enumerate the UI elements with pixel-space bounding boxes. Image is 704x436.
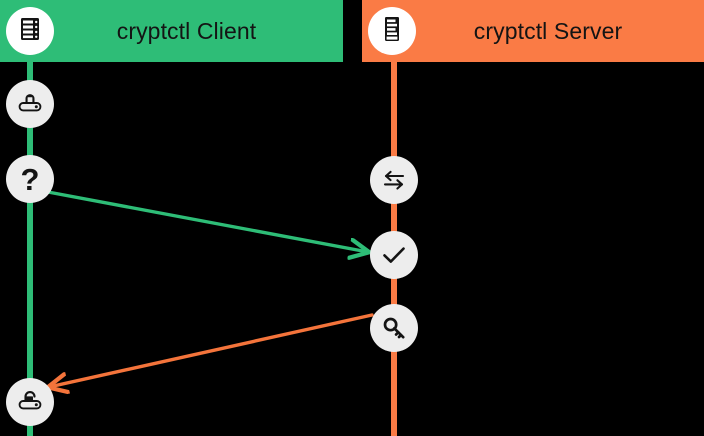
server-rack-icon xyxy=(15,14,45,49)
lifeline-client xyxy=(27,58,33,436)
client-badge xyxy=(6,7,54,55)
message-arrow-key-response xyxy=(49,313,374,387)
node-question-mark[interactable]: ? xyxy=(6,155,54,203)
key-icon xyxy=(379,313,409,343)
lane-title-client: cryptctl Client xyxy=(116,18,257,44)
locked-disk-icon xyxy=(15,89,45,119)
node-exchange[interactable] xyxy=(370,156,418,204)
node-unlocked-disk[interactable] xyxy=(6,378,54,426)
node-key[interactable] xyxy=(370,304,418,352)
server-badge xyxy=(368,7,416,55)
lane-title-server: cryptctl Server xyxy=(473,18,623,44)
checkmark-icon xyxy=(379,240,409,270)
message-arrow-request xyxy=(46,190,368,252)
unlocked-disk-icon xyxy=(15,387,45,417)
node-checkmark[interactable] xyxy=(370,231,418,279)
node-locked-disk[interactable] xyxy=(6,80,54,128)
server-rack-icon xyxy=(377,14,407,49)
lane-header-server[interactable]: cryptctl Server xyxy=(362,0,704,62)
exchange-arrows-icon xyxy=(379,165,409,195)
question-mark-icon: ? xyxy=(20,161,40,197)
lane-header-client[interactable]: cryptctl Client xyxy=(0,0,343,62)
